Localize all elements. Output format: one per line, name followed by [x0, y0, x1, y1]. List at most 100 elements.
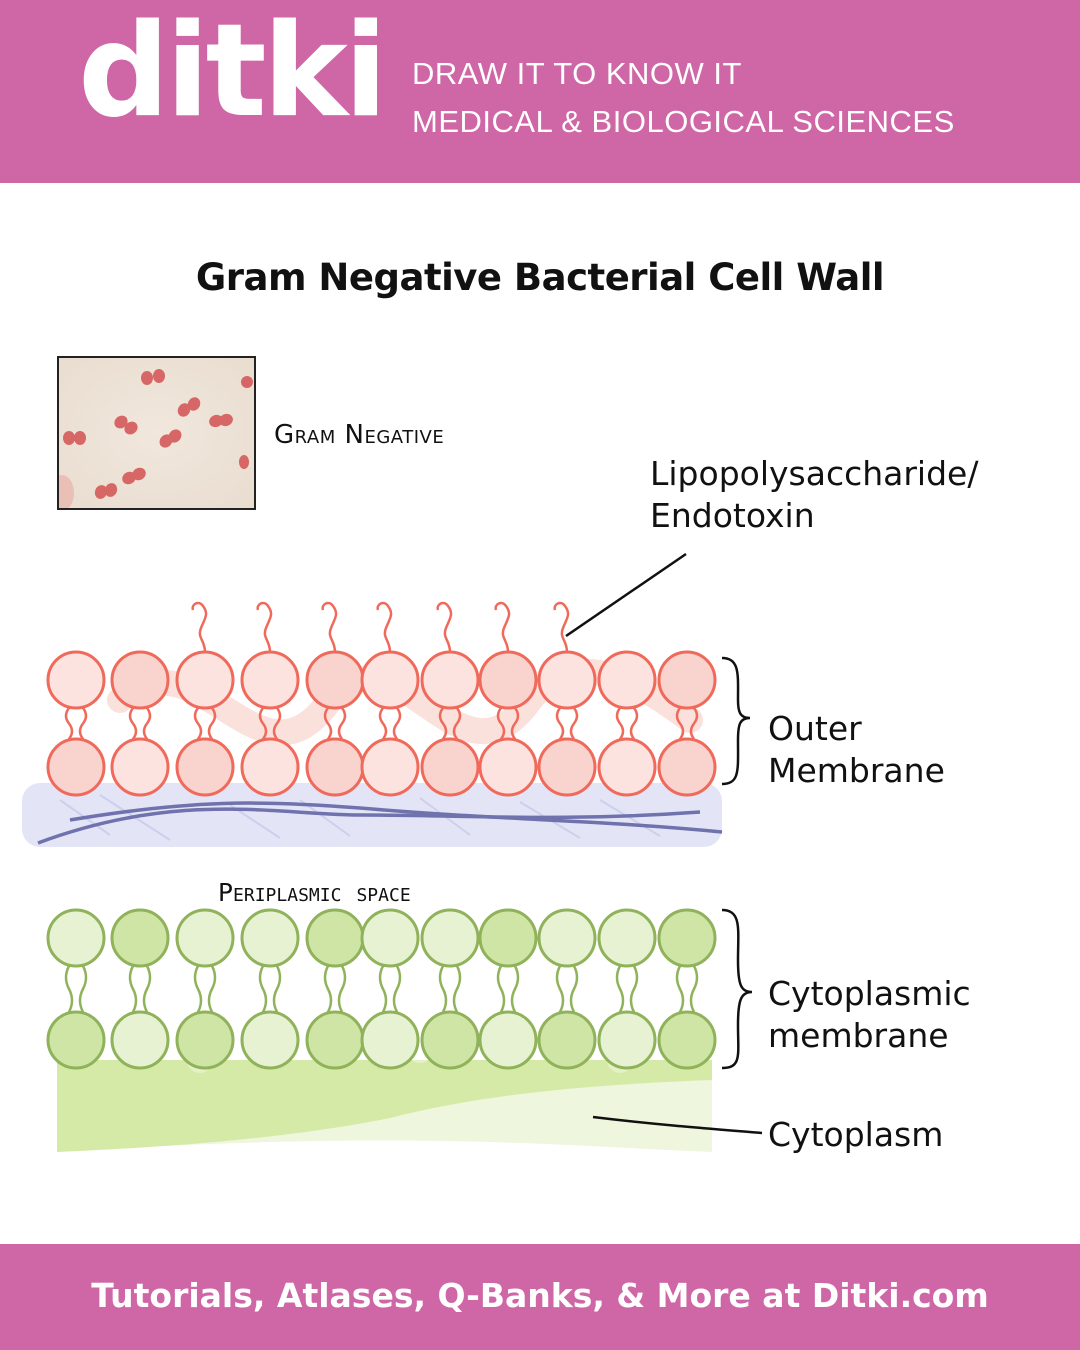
phospholipid-head	[360, 737, 420, 797]
phospholipid-head	[110, 737, 170, 797]
lipid-tail	[452, 707, 462, 740]
lipid-tail	[510, 707, 520, 740]
lipid-tail	[569, 707, 579, 740]
outer-membrane-label-line-1: Outer	[768, 709, 862, 748]
footer-banner: Tutorials, Atlases, Q-Banks, & More at D…	[0, 1244, 1080, 1350]
lps-chain	[436, 601, 453, 653]
cytoplasmic-membrane-label-line-1: Cytoplasmic	[768, 974, 971, 1013]
cytoplasmic-membrane	[46, 908, 717, 1073]
phospholipid-head	[597, 737, 657, 797]
lps-leader-line	[565, 552, 687, 638]
lipid-tail	[496, 707, 506, 740]
lipid-tail	[452, 965, 462, 1013]
lipid-tail	[629, 707, 639, 740]
phospholipid-head	[420, 908, 480, 968]
phospholipid-head	[537, 908, 597, 968]
lipid-tail	[510, 965, 520, 1013]
phospholipid-head	[478, 908, 538, 968]
lipid-tail	[128, 707, 138, 740]
lps-label-line-2: Endotoxin	[650, 496, 815, 535]
phospholipid-head	[478, 737, 538, 797]
ditki-logo[interactable]: ditki	[78, 0, 388, 146]
peptidoglycan-layer	[22, 783, 723, 847]
phospholipid-head	[110, 908, 170, 968]
lipid-tail	[392, 965, 402, 1013]
phospholipid-head	[305, 1010, 365, 1070]
lipid-tail	[629, 965, 639, 1013]
lipid-tail	[615, 707, 625, 740]
outer-membrane	[46, 601, 717, 797]
lps-chain	[191, 601, 208, 653]
phospholipid-head	[240, 737, 300, 797]
lipid-tail	[207, 965, 217, 1013]
phospholipid-head	[478, 650, 538, 710]
lipid-tail	[689, 965, 699, 1013]
lipid-tail	[323, 707, 333, 740]
lipid-tail	[569, 965, 579, 1013]
header-banner: ditki DRAW IT TO KNOW IT MEDICAL & BIOLO…	[0, 0, 1080, 183]
lipid-tail	[78, 707, 88, 740]
phospholipid-head	[175, 908, 235, 968]
tagline-line-2: MEDICAL & BIOLOGICAL SCIENCES	[412, 104, 955, 139]
lipid-tail	[438, 965, 448, 1013]
phospholipid-head	[305, 737, 365, 797]
lipid-tail	[142, 707, 152, 740]
phospholipid-head	[597, 650, 657, 710]
phospholipid-head	[360, 908, 420, 968]
phospholipid-head	[46, 650, 106, 710]
cytoplasm-region	[57, 1060, 712, 1152]
phospholipid-head	[305, 908, 365, 968]
lipid-tail	[555, 707, 565, 740]
lps-label-line-1: Lipopolysaccharide/	[650, 454, 979, 493]
lipid-tail	[323, 965, 333, 1013]
phospholipid-head	[537, 650, 597, 710]
lipid-tail	[675, 707, 685, 740]
lipid-tail	[258, 965, 268, 1013]
phospholipid-head	[240, 650, 300, 710]
gram-stain-micrograph	[57, 356, 256, 510]
lipid-tail	[615, 965, 625, 1013]
phospholipid-head	[46, 1010, 106, 1070]
lipid-tail	[142, 965, 152, 1013]
lipid-tail	[689, 707, 699, 740]
phospholipid-head	[537, 1010, 597, 1070]
lipid-tail	[496, 965, 506, 1013]
lipid-tail	[193, 965, 203, 1013]
lipid-tail	[392, 707, 402, 740]
phospholipid-head	[110, 650, 170, 710]
lipid-tail	[378, 707, 388, 740]
phospholipid-head	[657, 1010, 717, 1070]
phospholipid-head	[597, 908, 657, 968]
phospholipid-head	[657, 737, 717, 797]
phospholipid-head	[175, 737, 235, 797]
phospholipid-head	[240, 908, 300, 968]
lipid-tail	[128, 965, 138, 1013]
phospholipid-head	[46, 908, 106, 968]
lipid-tail	[193, 707, 203, 740]
phospholipid-head	[360, 1010, 420, 1070]
tagline-line-1: DRAW IT TO KNOW IT	[412, 56, 742, 91]
periplasmic-space-label: Periplasmic space	[218, 878, 411, 907]
lps-chain	[256, 601, 273, 653]
footer-link[interactable]: Tutorials, Atlases, Q-Banks, & More at D…	[91, 1276, 989, 1315]
cell-wall-diagram	[22, 552, 763, 1152]
lipid-tail	[378, 965, 388, 1013]
phospholipid-head	[657, 650, 717, 710]
outer-membrane-brace	[721, 656, 751, 786]
lipid-tail	[337, 707, 347, 740]
phospholipid-head	[478, 1010, 538, 1070]
lps-chain	[376, 601, 393, 653]
lipid-tail	[258, 707, 268, 740]
lps-chain	[553, 601, 570, 653]
outer-membrane-label-line-2: Membrane	[768, 751, 945, 790]
cytoplasmic-membrane-brace	[721, 908, 753, 1070]
phospholipid-head	[360, 650, 420, 710]
phospholipid-head	[657, 908, 717, 968]
gram-negative-caption: Gram Negative	[274, 420, 445, 450]
cytoplasmic-membrane-label-line-2: membrane	[768, 1016, 949, 1055]
phospholipid-head	[175, 1010, 235, 1070]
phospholipid-head	[305, 650, 365, 710]
cytoplasm-leader-line	[592, 1115, 763, 1135]
phospholipid-head	[420, 650, 480, 710]
phospholipid-head	[240, 1010, 300, 1070]
